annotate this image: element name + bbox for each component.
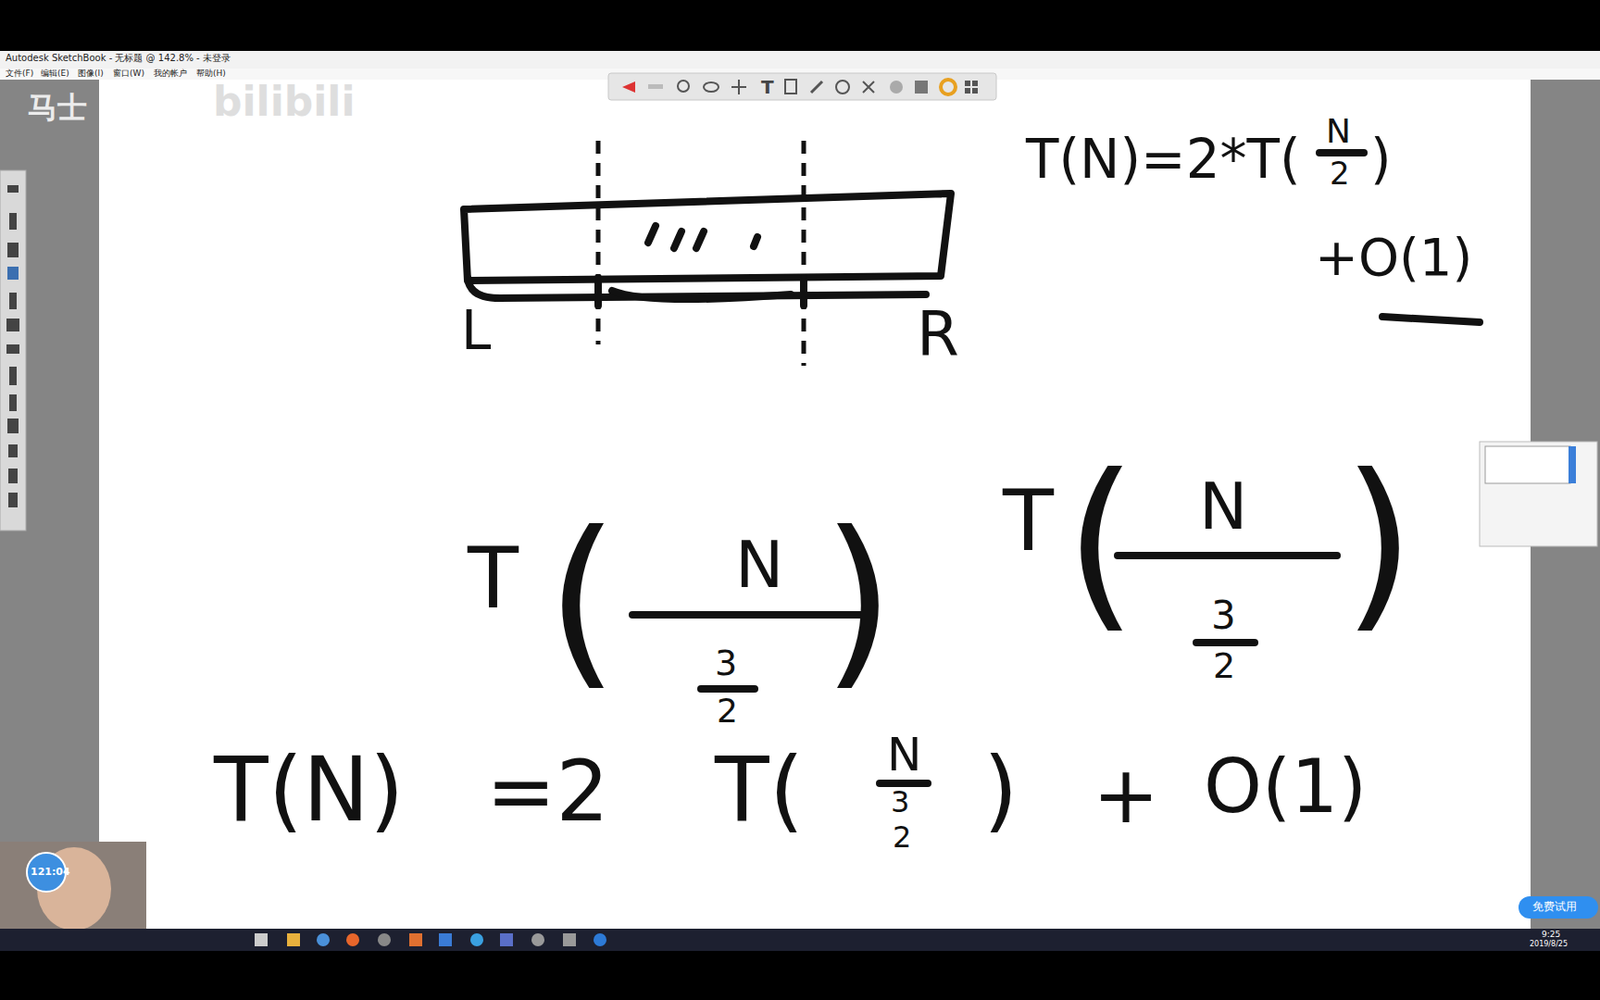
formula-denominator: 3 xyxy=(1211,596,1237,636)
paren: ( xyxy=(1064,450,1138,636)
formula: + xyxy=(1092,754,1160,835)
date: 2019/8/25 xyxy=(1529,940,1568,949)
formula: ) xyxy=(1370,132,1392,187)
menu-item: 编辑(E) xyxy=(40,69,70,78)
menu-item: 窗口(W) xyxy=(112,69,145,78)
bound-label: L xyxy=(461,303,491,358)
paren: ) xyxy=(822,507,895,693)
formula: T( xyxy=(714,745,804,835)
window-title: Autodesk SketchBook - 无标题 @ 142.8% - 未登录 xyxy=(5,53,231,63)
formula-denominator: 2 xyxy=(716,694,738,728)
paren: ( xyxy=(546,507,619,693)
menu-item: 文件(F) xyxy=(5,69,34,78)
formula: T xyxy=(467,537,519,621)
toolbar-icon: T xyxy=(761,77,775,97)
formula: =2 xyxy=(486,750,610,834)
paren: ) xyxy=(1342,450,1415,636)
timer-badge: 121:04 xyxy=(30,866,71,877)
watermark: 马士 xyxy=(27,92,88,123)
formula-denominator: 3 xyxy=(890,787,910,817)
trial-button: 免费试用 xyxy=(1532,900,1577,913)
formula: T(N)=2*T( xyxy=(1025,132,1301,187)
formula-denominator: 2 xyxy=(1329,157,1350,189)
formula-denominator: 2 xyxy=(1212,648,1236,684)
formula-denominator: 2 xyxy=(892,822,912,852)
formula-numerator: N xyxy=(1325,114,1351,149)
formula-denominator: 3 xyxy=(714,645,738,681)
watermark: bilibili xyxy=(212,81,355,123)
clock: 9:25 xyxy=(1541,930,1561,939)
formula-numerator: N xyxy=(735,532,784,598)
menu-item: 帮助(H) xyxy=(196,69,226,78)
menu-item: 图像(I) xyxy=(77,69,104,78)
menu-item: 我的帐户 xyxy=(153,69,188,78)
formula: T xyxy=(1002,479,1054,563)
bound-label: R xyxy=(916,303,960,365)
formula-numerator: N xyxy=(1199,474,1248,539)
formula: T(N) xyxy=(213,745,404,835)
formula: O(1) xyxy=(1203,750,1367,825)
formula: +O(1) xyxy=(1314,231,1473,284)
formula: ) xyxy=(983,745,1018,835)
formula-numerator: N xyxy=(887,731,922,778)
